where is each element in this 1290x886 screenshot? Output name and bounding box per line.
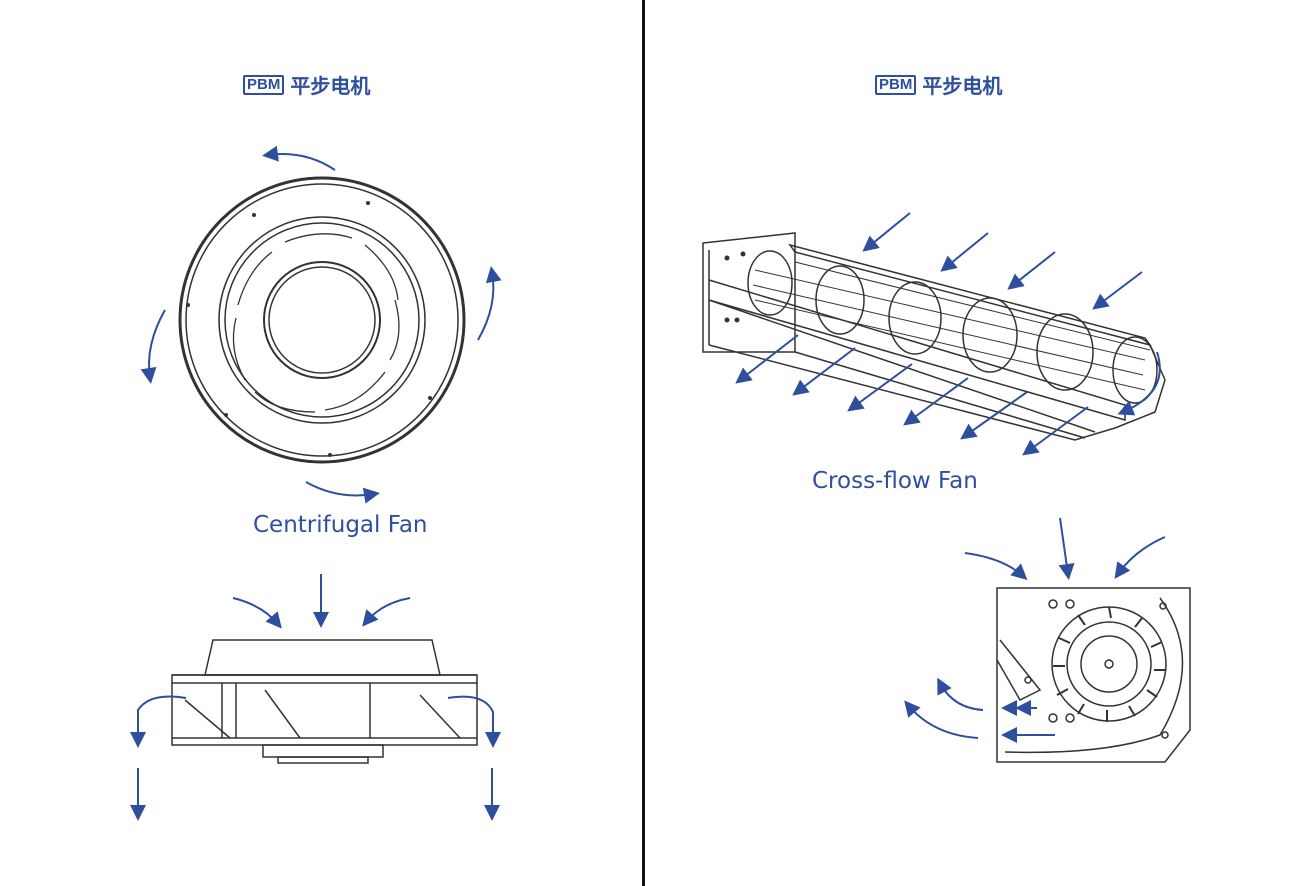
blower-airflow-arrows	[904, 517, 1166, 743]
cross-flow-fan-panel: PBM 平步电机	[645, 0, 1290, 886]
brand-badge: PBM	[875, 74, 917, 95]
cross-flow-fan-caption: Cross-flow Fan	[812, 468, 978, 494]
panel-divider	[642, 0, 645, 886]
brand-badge: PBM	[243, 74, 285, 95]
centrifugal-fan-illustration	[130, 145, 502, 821]
cross-flow-fan-illustration	[702, 212, 1191, 763]
rotation-arrow-right	[477, 266, 502, 341]
rotation-arrow-bottom	[305, 481, 380, 504]
airflow-arrows-side	[130, 574, 501, 821]
cross-flow-airflow-arrows	[735, 212, 1161, 456]
rotation-arrow-top	[262, 145, 336, 171]
brand-name: 平步电机	[922, 74, 1003, 98]
rotation-arrow-left	[140, 309, 166, 384]
centrifugal-fan-side-view	[171, 639, 478, 764]
rotation-arrows	[140, 145, 502, 504]
brand-logo: PBM 平步电机	[875, 70, 1002, 99]
blower-fan-blades	[1053, 606, 1166, 722]
cross-flow-fan-body	[702, 232, 1166, 441]
brand-logo: PBM 平步电机	[243, 70, 370, 99]
blower-fan-housing	[996, 587, 1191, 763]
centrifugal-fan-caption: Centrifugal Fan	[253, 512, 428, 538]
brand-name: 平步电机	[290, 74, 371, 98]
centrifugal-fan-panel: PBM 平步电机	[0, 0, 642, 886]
centrifugal-fan-top-view	[178, 176, 466, 464]
